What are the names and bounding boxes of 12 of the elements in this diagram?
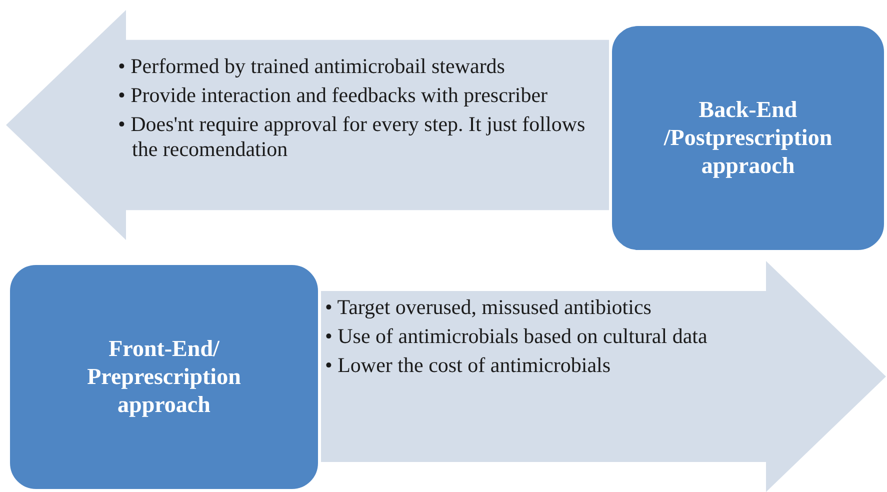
approach-box [610, 24, 886, 252]
right-arrow-shape [321, 261, 886, 492]
box-title: Back-End /Postprescription appraoch [662, 96, 834, 180]
bullet-point: • Performed by trained antimicrobail stewards [118, 54, 506, 79]
bullet-point: • Provide interaction and feedbacks with prescriber [118, 83, 549, 108]
bullet-point: • Lower the cost of antimicrobials [325, 353, 612, 378]
bullet-point: • Use of antimicrobials based on cultural data [325, 324, 708, 349]
left-arrow-shape [6, 10, 609, 240]
bullet-point: • Target overused, missused antibiotics [325, 295, 652, 320]
box-title: Front-End/ Preprescription approach [86, 335, 242, 419]
bullet-point: • Does'nt require approval for every step. It just follows the recomendation [118, 112, 586, 162]
approach-box [8, 263, 320, 491]
